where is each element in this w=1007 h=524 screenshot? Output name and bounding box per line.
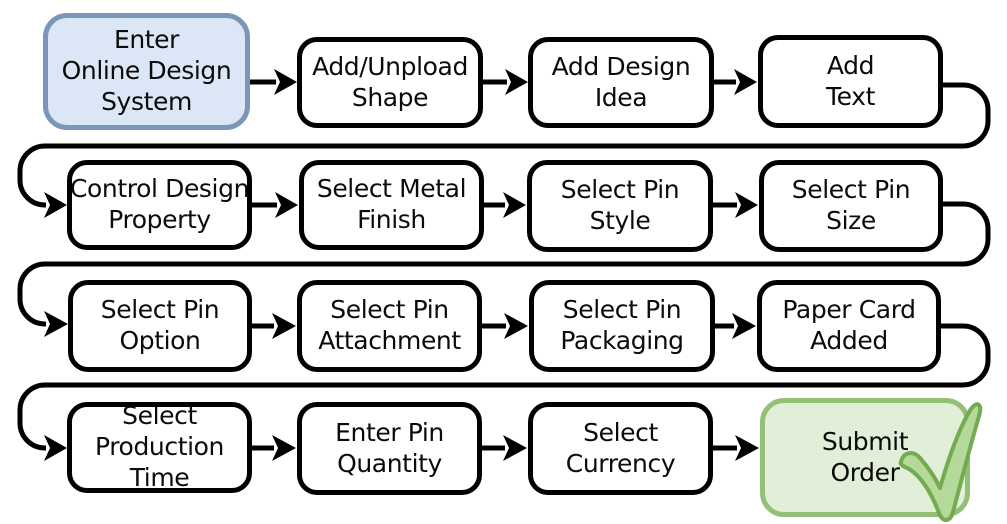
node-label: Select Production Time [94, 402, 224, 492]
arrow-time-to-quantity [252, 435, 296, 461]
node-label: Add/Unpload Shape [312, 51, 468, 112]
wrap-connector-row3-row4 [17, 323, 991, 461]
wrap-connector-row1-row2 [17, 82, 991, 218]
node-select-pin-size: Select Pin Size [759, 160, 943, 252]
node-label: Select Pin Packaging [560, 295, 684, 355]
arrow-idea-to-text [714, 69, 757, 95]
arrow-finish-to-style [484, 192, 526, 218]
node-select-pin-style: Select Pin Style [527, 160, 713, 252]
node-label: Enter Online Design System [61, 25, 232, 116]
checkmark-icon [898, 402, 983, 522]
node-label: Select Metal Finish [316, 174, 467, 234]
arrow-shape-to-idea [483, 69, 528, 95]
node-enter-pin-quantity: Enter Pin Quantity [297, 402, 482, 495]
arrow-attachment-to-packaging [482, 313, 528, 339]
node-label: Add Text [826, 50, 875, 111]
node-select-currency: Select Currency [528, 402, 713, 495]
node-label: Select Currency [565, 417, 676, 478]
node-enter-online-design-system: Enter Online Design System [43, 13, 250, 130]
node-select-production-time: Select Production Time [67, 402, 252, 493]
node-control-design-property: Control Design Property [67, 160, 252, 250]
arrow-style-to-size [713, 192, 758, 218]
node-label: Submit Order [821, 426, 909, 487]
node-label: Select Pin Size [791, 175, 911, 235]
node-label: Enter Pin Quantity [335, 417, 444, 478]
arrow-property-to-finish [252, 192, 298, 218]
arrow-currency-to-submit [713, 435, 759, 461]
arrow-packaging-to-papercard [715, 313, 756, 339]
node-select-metal-finish: Select Metal Finish [299, 160, 484, 250]
node-add-design-idea: Add Design Idea [528, 37, 714, 128]
node-paper-card-added: Paper Card Added [757, 280, 941, 372]
node-select-pin-packaging: Select Pin Packaging [529, 280, 715, 372]
node-label: Add Design Idea [551, 51, 691, 112]
wrap-connector-row2-row3 [17, 201, 991, 337]
node-select-pin-attachment: Select Pin Attachment [297, 280, 482, 372]
node-label: Paper Card Added [782, 295, 916, 355]
node-select-pin-option: Select Pin Option [68, 280, 252, 372]
node-label: Select Pin Style [560, 175, 680, 235]
node-label: Select Pin Attachment [318, 295, 461, 355]
arrow-enter-to-shape [250, 69, 297, 95]
node-label: Select Pin Option [100, 295, 220, 355]
arrow-option-to-attachment [252, 313, 296, 339]
node-add-text: Add Text [758, 35, 943, 128]
node-label: Control Design Property [69, 174, 250, 234]
arrow-quantity-to-currency [482, 435, 527, 461]
node-add-unpload-shape: Add/Unpload Shape [297, 37, 483, 128]
